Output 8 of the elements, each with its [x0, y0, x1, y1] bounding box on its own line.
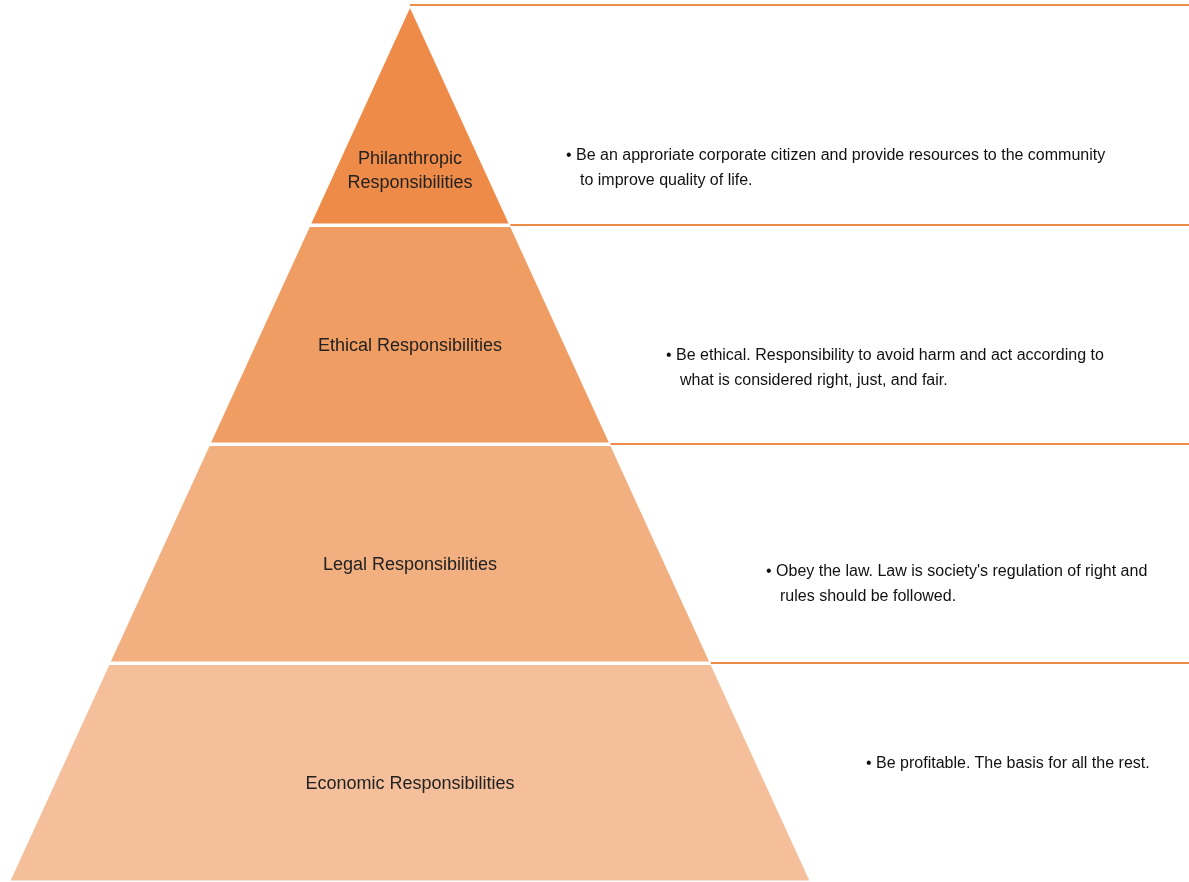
bullet-text: • Be profitable. The basis for all the rest. — [865, 753, 1150, 773]
tier-label: Legal Responsibilities — [321, 553, 499, 577]
tier-label: Ethical Responsibilities — [316, 334, 504, 358]
bullet-text: • Obey the law. Law is society's regulation of right and rules should be followed. — [765, 561, 1149, 606]
tier-label: Philanthropic Responsibilities — [346, 147, 474, 194]
bullet-text: • Be an approriate corporate citizen and provide resources to the community to improve quality of life. — [565, 145, 1107, 190]
bullet-text: • Be ethical. Responsibility to avoid harm and act according to what is considered right, just, and fair. — [665, 345, 1105, 390]
tier-label: Economic Responsibilities — [304, 772, 516, 796]
